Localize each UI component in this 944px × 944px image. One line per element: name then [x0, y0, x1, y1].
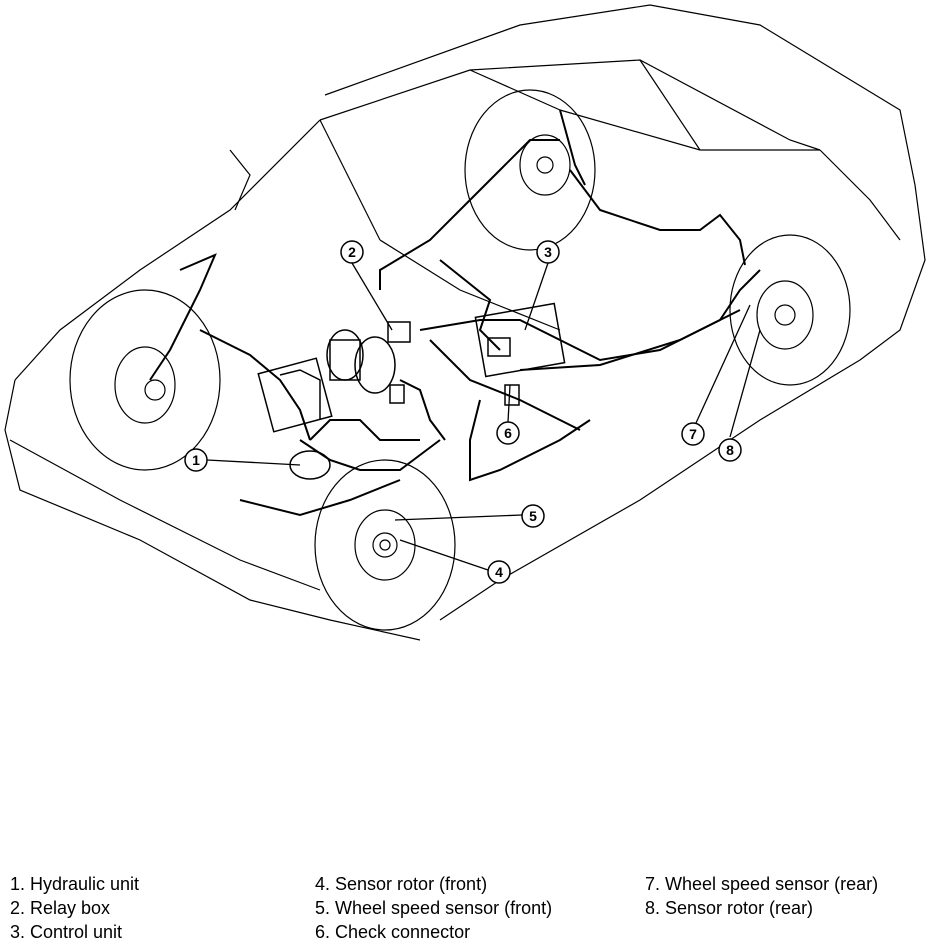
rear-right-wheel: [729, 234, 851, 386]
legend-column-3: 7. Wheel speed sensor (rear) 8. Sensor r…: [645, 872, 878, 920]
rear-left-wheel: [464, 89, 596, 251]
callout-2: 2: [340, 240, 364, 264]
legend-item: 8. Sensor rotor (rear): [645, 898, 814, 918]
callout-7: 7: [681, 422, 705, 446]
brake-lines-and-harness: [149, 109, 761, 517]
legend-item: 2. Relay box: [10, 898, 111, 918]
legend-item: 5. Wheel speed sensor (front): [315, 898, 553, 918]
car-body-outline: [4, 4, 926, 641]
svg-text:4: 4: [495, 564, 503, 580]
check-connector-shape: [504, 384, 520, 406]
hydraulic-unit-shape: [257, 357, 333, 480]
legend-item: 7. Wheel speed sensor (rear): [645, 874, 879, 894]
legend-item: 6. Check connector: [315, 922, 471, 942]
callout-1: 1: [184, 448, 208, 472]
legend-column-1: 1. Hydraulic unit 2. Relay box 3. Contro…: [10, 872, 139, 944]
callout-3: 3: [536, 240, 560, 264]
svg-text:6: 6: [504, 425, 512, 441]
legend-item: 3. Control unit: [10, 922, 123, 942]
relay-box-shape: [387, 321, 411, 404]
svg-text:8: 8: [726, 442, 734, 458]
svg-text:5: 5: [529, 508, 537, 524]
svg-text:2: 2: [348, 244, 356, 260]
master-cylinder-shape: [326, 329, 396, 394]
legend-item: 1. Hydraulic unit: [10, 874, 140, 894]
svg-text:3: 3: [544, 244, 552, 260]
front-left-wheel: [69, 289, 221, 471]
legend-item: 4. Sensor rotor (front): [315, 874, 488, 894]
front-right-wheel: [314, 459, 456, 631]
callout-8: 8: [718, 438, 742, 462]
svg-text:1: 1: [192, 452, 200, 468]
callout-6: 6: [496, 421, 520, 445]
callout-5: 5: [521, 504, 545, 528]
legend-column-2: 4. Sensor rotor (front) 5. Wheel speed s…: [315, 872, 552, 944]
control-unit-shape: [474, 302, 566, 378]
callout-4: 4: [487, 560, 511, 584]
abs-layout-diagram: 1 2 3 4 5 6 7 8: [4, 4, 926, 641]
leader-lines: [206, 262, 761, 571]
svg-text:7: 7: [689, 426, 697, 442]
